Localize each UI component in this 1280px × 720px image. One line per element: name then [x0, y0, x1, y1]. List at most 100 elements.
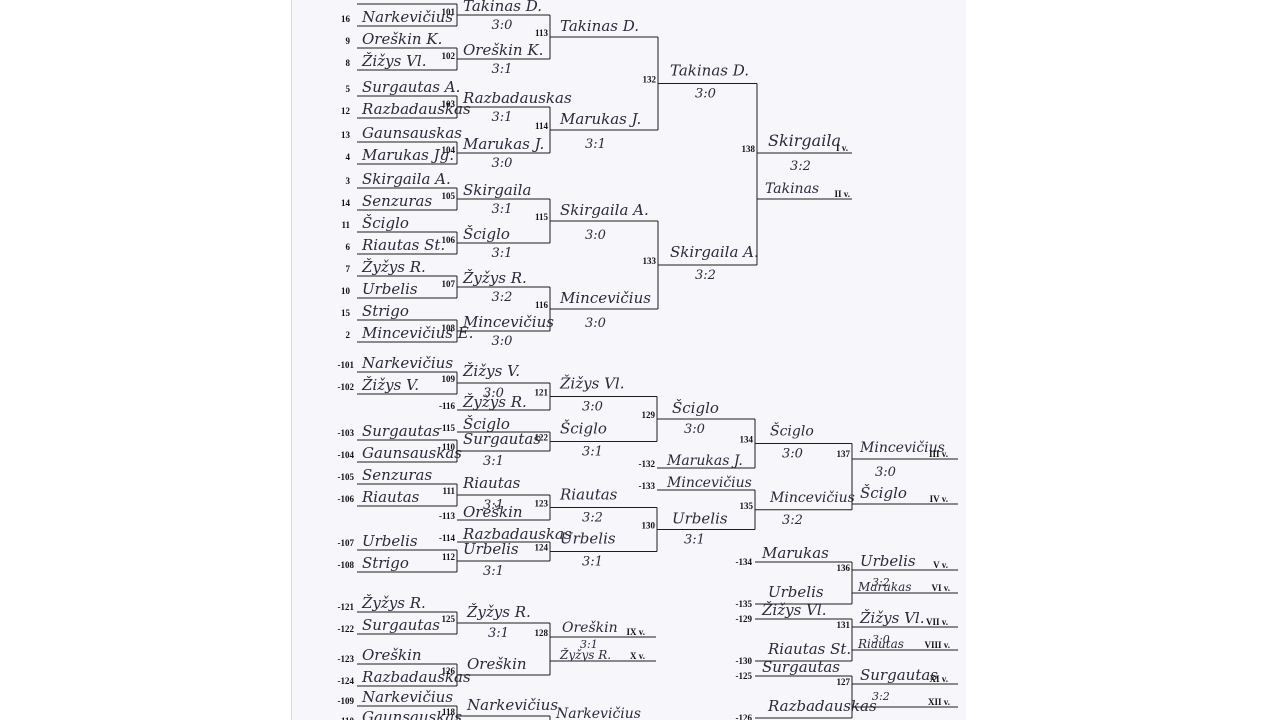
- cons-r1-score: 3:1: [483, 498, 504, 513]
- player-name: Razbadauskas: [361, 100, 471, 118]
- main-r1-103-winner: Razbadauskas: [462, 89, 572, 107]
- cons-r2-match-number: 121: [535, 388, 549, 398]
- main-r1-106-match-number: 106: [442, 235, 456, 245]
- seed-number: 15: [341, 308, 351, 318]
- drop-name: Žyžys R.: [462, 393, 527, 411]
- main-r1-104-score: 3:0: [492, 156, 513, 171]
- place-5-6-score: 3:2: [872, 576, 890, 589]
- main-r2-winner: Mincevičius: [559, 289, 651, 307]
- cons-r2-score: 3:0: [582, 400, 603, 415]
- player-name: Senzuras: [362, 192, 432, 210]
- main-r2-match-number: 116: [535, 300, 549, 310]
- drop-name: Mincevičius: [666, 475, 752, 491]
- main-r2-winner: Marukas J.: [559, 110, 641, 128]
- main-r2-score: 3:1: [585, 137, 606, 152]
- entry-ref: -110: [338, 716, 355, 720]
- main-r2-score: 3:0: [585, 228, 606, 243]
- player-name: Urbelis: [362, 280, 418, 298]
- consB-r1-winner: Narkevičius: [466, 696, 558, 714]
- cons-r1-winner: Žižys V.: [462, 362, 520, 380]
- player-name: Strigo: [362, 302, 409, 320]
- entry-ref: -109: [338, 696, 355, 706]
- seed-number: 2: [346, 330, 351, 340]
- place-7-8-score: 3:0: [872, 633, 890, 646]
- cons-r1-score: 3:1: [483, 564, 504, 579]
- place-11-12-winner: Surgautas: [860, 666, 938, 684]
- consolation-name: Senzuras: [362, 466, 432, 484]
- main-r1-103-match-number: 103: [442, 99, 456, 109]
- cons-r4-match-number: 134: [740, 435, 754, 445]
- entry-ref: -102: [338, 382, 355, 392]
- consolation-name: Surgautas: [362, 616, 440, 634]
- place-label: I v.: [836, 143, 848, 153]
- drop-name: Razbadauskas: [462, 525, 572, 543]
- final-runnerup: Takinas: [765, 181, 819, 197]
- place-7-8-bottom: Riautas St.: [767, 640, 851, 658]
- place-11-12-ref: -126: [736, 713, 753, 720]
- cons-r1-match-number: 112: [442, 552, 456, 562]
- cons-final-match-number: 137: [837, 449, 851, 459]
- main-r1-101-match-number: 101: [442, 7, 456, 17]
- place-7-8-top: Žižys Vl.: [761, 601, 826, 619]
- drop-name: Oreškin: [463, 503, 523, 521]
- player-name: Mincevičius E.: [361, 324, 473, 342]
- player-name: Skirgaila A.: [362, 170, 451, 188]
- entry-ref: -124: [338, 676, 355, 686]
- player-name: Žižys Vl.: [361, 52, 426, 70]
- place-7-8-match-number: 131: [837, 620, 851, 630]
- final-score: 3:2: [790, 159, 811, 174]
- cons-r1-match-number: 111: [442, 486, 455, 496]
- consB-final-match-number: 128: [535, 628, 549, 638]
- cons-r4-score: 3:0: [782, 447, 803, 462]
- cons-r1-winner: Surgautas: [463, 430, 541, 448]
- drop-ref: -115: [439, 423, 456, 433]
- main-r1-102-score: 3:1: [492, 62, 513, 77]
- consolation-name: Strigo: [362, 554, 409, 572]
- consB-r1-winner: Oreškin: [467, 655, 527, 673]
- seed-number: 9: [346, 36, 351, 46]
- place-7-8-ref: -130: [736, 656, 753, 666]
- place-label: X v.: [630, 651, 645, 661]
- consB-final-winner: Oreškin: [562, 620, 618, 636]
- main-r1-108-score: 3:0: [492, 334, 513, 349]
- drop-name: Šciglo: [463, 415, 510, 433]
- main-r2-winner: Skirgaila A.: [560, 201, 649, 219]
- cons-r3-score: 3:0: [684, 422, 705, 437]
- cons-r2-winner: Urbelis: [560, 530, 616, 548]
- place-11-12-top: Surgautas: [762, 658, 840, 676]
- place-label: V v.: [933, 560, 948, 570]
- place-11-12-ref: -125: [736, 671, 753, 681]
- seed-number: 3: [346, 176, 351, 186]
- main-r1-108-match-number: 108: [442, 323, 456, 333]
- main-r2-match-number: 114: [535, 121, 549, 131]
- cons-r4-match-number: 135: [740, 501, 754, 511]
- seed-number: 7: [346, 264, 351, 274]
- cons-r1-winner: Riautas: [462, 474, 521, 492]
- final-winner: Skirgaila: [768, 131, 841, 150]
- main-r1-106-winner: Šciglo: [463, 225, 510, 243]
- consB-r1-match-number: 126: [442, 666, 456, 676]
- place-11-12-score: 3:2: [872, 690, 890, 703]
- seed-number: 5: [346, 84, 351, 94]
- place-label: VI v.: [931, 583, 950, 593]
- cons-final-winner: Mincevičius: [859, 440, 945, 456]
- main-r1-103-score: 3:1: [492, 110, 513, 125]
- cons-r2-match-number: 123: [535, 499, 549, 509]
- place-label: II v.: [834, 189, 850, 199]
- cons-r3-winner: Urbelis: [672, 510, 728, 528]
- consolation-name: Gaunsauskas: [362, 708, 462, 720]
- entry-ref: -121: [338, 602, 355, 612]
- seed-number: 16: [341, 14, 351, 24]
- entry-ref: -104: [338, 450, 355, 460]
- cons-r4-winner: Šciglo: [770, 422, 814, 440]
- seed-number: 12: [341, 106, 351, 116]
- consB-final-score: 3:1: [580, 638, 598, 651]
- cons-r2-score: 3:2: [582, 511, 603, 526]
- place-label: XI v.: [929, 674, 948, 684]
- consolation-name: Žyžys R.: [361, 594, 426, 612]
- drop-ref: -113: [439, 511, 456, 521]
- consolation-name: Narkevičius: [361, 354, 453, 372]
- player-name: Narkevičius: [361, 8, 453, 26]
